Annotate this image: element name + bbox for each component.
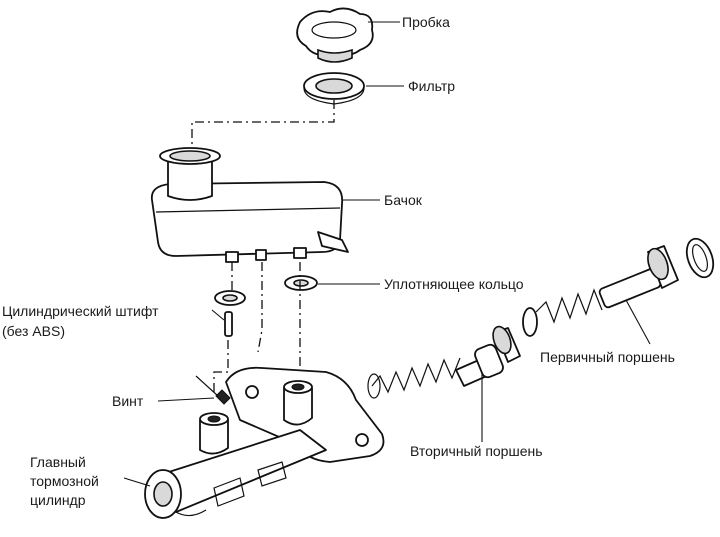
snap-ring-part — [685, 237, 715, 279]
leader-pin — [211, 309, 225, 321]
screw-part — [195, 375, 231, 405]
seal-ring-right — [284, 275, 318, 291]
alignment-line-pin — [213, 340, 229, 392]
label-filter: Фильтр — [408, 78, 455, 94]
primary-spring-part — [522, 288, 603, 337]
alignment-line-middle — [257, 262, 263, 353]
primary-piston-part — [598, 245, 679, 309]
label-pin-line1: Цилиндрический штифт — [2, 303, 159, 319]
label-master-line2: тормозной — [30, 473, 99, 489]
label-reservoir: Бачок — [384, 192, 423, 208]
label-secondary-piston: Вторичный поршень — [410, 443, 543, 459]
leader-primary-piston — [625, 299, 651, 345]
cylindrical-pin-part — [224, 311, 233, 337]
leader-screw — [157, 397, 215, 402]
secondary-spring-part — [367, 357, 461, 399]
filter-part — [303, 72, 365, 105]
alignment-line-filter — [191, 100, 335, 150]
label-master-line1: Главный — [30, 454, 86, 470]
master-cylinder-body — [144, 366, 385, 519]
reservoir-part — [150, 147, 349, 263]
secondary-piston-part — [455, 325, 521, 387]
label-screw: Винт — [112, 393, 144, 409]
label-cap: Пробка — [402, 14, 450, 30]
seal-ring-left — [214, 290, 246, 306]
label-pin-line2: (без ABS) — [2, 323, 65, 339]
leader-master-cylinder — [123, 477, 151, 487]
label-seal-ring: Уплотняющее кольцо — [384, 276, 524, 292]
label-master-line3: цилиндр — [30, 492, 86, 508]
cap-part — [296, 7, 374, 63]
label-primary-piston: Первичный поршень — [540, 349, 675, 365]
